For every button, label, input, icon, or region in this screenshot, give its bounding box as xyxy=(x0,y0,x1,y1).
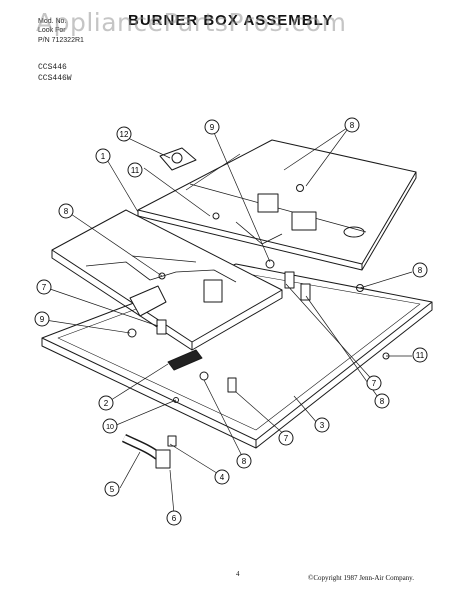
callout-12: 12 xyxy=(116,126,132,142)
svg-text:7: 7 xyxy=(284,434,289,443)
svg-text:7: 7 xyxy=(42,283,47,292)
callout-8-top-right: 8 xyxy=(344,117,360,133)
svg-text:7: 7 xyxy=(372,379,377,388)
callout-6: 6 xyxy=(166,510,182,526)
callouts: 12 11 9 8 1 8 8 7 9 11 7 8 2 10 3 7 8 4 … xyxy=(34,117,428,526)
svg-text:2: 2 xyxy=(104,399,109,408)
svg-text:1: 1 xyxy=(101,152,106,161)
header-line-2: Look For xyxy=(38,27,66,34)
page-title: BURNER BOX ASSEMBLY xyxy=(128,12,334,29)
svg-text:8: 8 xyxy=(242,457,247,466)
svg-text:12: 12 xyxy=(120,130,129,139)
svg-text:5: 5 xyxy=(110,485,115,494)
callout-10: 10 xyxy=(102,418,118,434)
leader-lines xyxy=(44,125,413,515)
svg-text:11: 11 xyxy=(131,166,140,175)
copyright-notice: ©Copyright 1987 Jenn-Air Company. xyxy=(308,574,414,582)
callout-11-right: 11 xyxy=(412,347,428,363)
callout-8-mid-right: 8 xyxy=(374,393,390,409)
callout-8-bottom: 8 xyxy=(236,453,252,469)
svg-text:6: 6 xyxy=(172,514,177,523)
svg-text:4: 4 xyxy=(220,473,225,482)
header-part-number: P/N 712322R1 xyxy=(38,37,84,44)
model-list: CCS446 CCS446W xyxy=(38,62,72,84)
callout-8-left: 8 xyxy=(58,203,74,219)
svg-text:9: 9 xyxy=(40,315,45,324)
svg-text:8: 8 xyxy=(418,266,423,275)
callout-7-left: 7 xyxy=(36,279,52,295)
header-line-1: Mod. No. xyxy=(38,18,67,25)
model-1: CCS446 xyxy=(38,63,67,72)
top-cover-left xyxy=(51,209,283,351)
callout-8-right: 8 xyxy=(412,262,428,278)
svg-text:8: 8 xyxy=(380,397,385,406)
callout-5: 5 xyxy=(104,481,120,497)
callout-11-top: 11 xyxy=(127,162,143,178)
model-2: CCS446W xyxy=(38,74,72,83)
callout-4: 4 xyxy=(214,469,230,485)
svg-text:9: 9 xyxy=(210,123,215,132)
svg-text:8: 8 xyxy=(350,121,355,130)
callout-7-bottom: 7 xyxy=(278,430,294,446)
callout-2: 2 xyxy=(98,395,114,411)
svg-text:11: 11 xyxy=(416,351,425,360)
watermark: AppliancePartsPros.com xyxy=(36,8,347,37)
callout-9-left: 9 xyxy=(34,311,50,327)
terminal-block xyxy=(167,349,203,371)
page-number: 4 xyxy=(236,570,240,578)
inlet-hose xyxy=(121,433,177,469)
svg-text:3: 3 xyxy=(320,421,325,430)
callout-9-top: 9 xyxy=(204,119,220,135)
callout-3: 3 xyxy=(314,417,330,433)
svg-text:10: 10 xyxy=(106,424,114,431)
valve-fittings xyxy=(127,184,390,403)
svg-text:8: 8 xyxy=(64,207,69,216)
callout-7-right: 7 xyxy=(366,375,382,391)
callout-1: 1 xyxy=(95,148,111,164)
mounting-plate xyxy=(159,147,197,171)
